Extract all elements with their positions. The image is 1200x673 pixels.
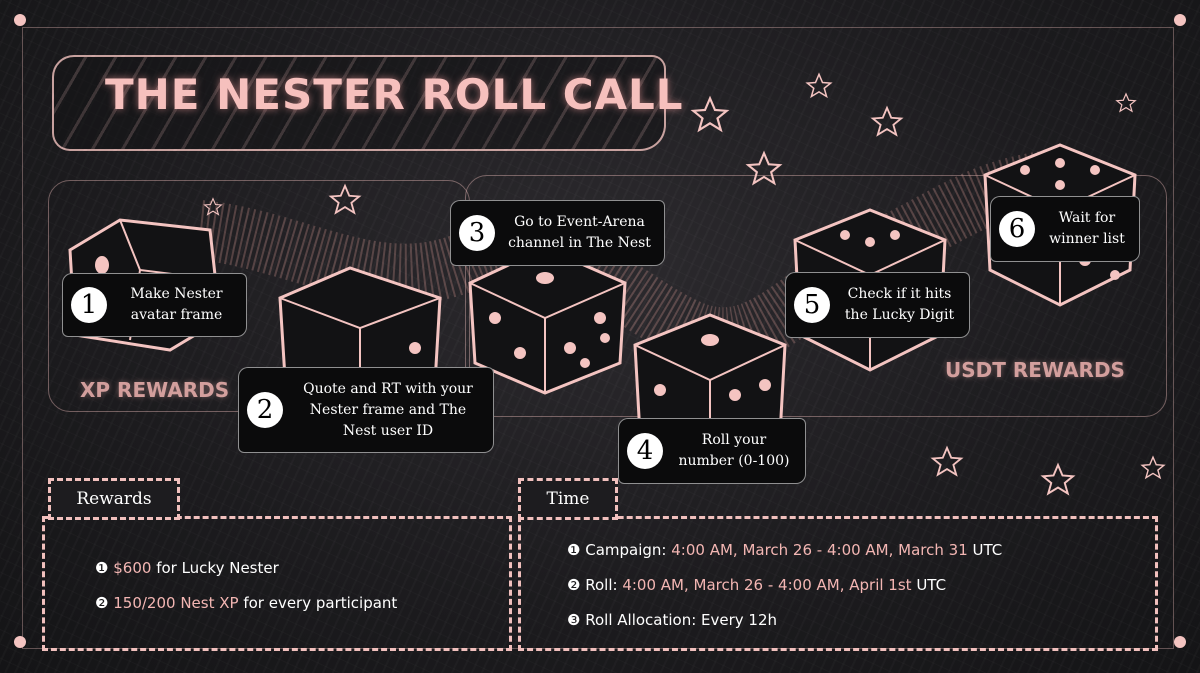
item-highlight: $600 [113, 559, 152, 577]
star-icon [930, 445, 964, 477]
item-text: UTC [967, 541, 1003, 559]
corner-dot [1174, 14, 1186, 26]
title-banner [52, 55, 666, 151]
step-number: 4 [627, 433, 663, 469]
step-1: 1 Make Nester avatar frame [62, 273, 247, 337]
corner-dot [14, 636, 26, 648]
corner-dot [14, 14, 26, 26]
time-item-3: ❸ Roll Allocation: Every 12h [567, 611, 777, 629]
step-number: 5 [794, 287, 830, 323]
step-text: Make Nester avatar frame [130, 286, 223, 323]
item-label: Campaign: [585, 541, 672, 559]
step-text: Go to Event-Arena channel in The Nest [508, 214, 651, 251]
step-text: Roll your number (0-100) [678, 432, 790, 469]
die-3 [468, 246, 627, 395]
rewards-panel [42, 516, 512, 651]
star-icon [328, 183, 362, 215]
item-text: for every participant [238, 594, 398, 612]
step-number: 3 [459, 215, 495, 251]
star-icon [1140, 455, 1166, 480]
step-6: 6 Wait for winner list [990, 196, 1140, 262]
usdt-rewards-label: USDT REWARDS [945, 358, 1125, 382]
step-text: Check if it hits the Lucky Digit [844, 286, 955, 323]
star-icon [805, 72, 833, 99]
time-heading: Time [518, 478, 618, 520]
step-4: 4 Roll your number (0-100) [618, 418, 806, 484]
star-icon [1040, 462, 1076, 496]
time-panel [518, 516, 1158, 651]
reward-item-1: ❶ $600 for Lucky Nester [95, 559, 279, 577]
star-icon [1115, 92, 1137, 113]
item-text: for Lucky Nester [151, 559, 279, 577]
step-number: 2 [247, 392, 283, 428]
item-text: UTC [911, 576, 947, 594]
step-number: 6 [999, 211, 1035, 247]
star-icon [690, 95, 730, 133]
item-label: Roll Allocation: Every 12h [585, 611, 778, 629]
time-item-2: ❷ Roll: 4:00 AM, March 26 - 4:00 AM, Apr… [567, 576, 946, 594]
item-highlight: 150/200 Nest XP [113, 594, 239, 612]
item-highlight: 4:00 AM, March 26 - 4:00 AM, April 1st [622, 576, 912, 594]
item-marker: ❷ [567, 576, 581, 594]
star-icon [203, 197, 223, 216]
step-5: 5 Check if it hits the Lucky Digit [785, 272, 970, 338]
star-icon [745, 150, 783, 186]
rewards-heading: Rewards [48, 478, 180, 520]
item-marker: ❶ [567, 541, 581, 559]
xp-rewards-label: XP REWARDS [80, 378, 230, 402]
star-icon [870, 105, 904, 137]
corner-dot [1174, 636, 1186, 648]
reward-item-2: ❷ 150/200 Nest XP for every participant [95, 594, 397, 612]
usdt-band [465, 175, 1167, 417]
step-text: Wait for winner list [1049, 210, 1125, 247]
step-3: 3 Go to Event-Arena channel in The Nest [450, 200, 665, 266]
item-marker: ❶ [95, 559, 109, 577]
item-marker: ❸ [567, 611, 581, 629]
step-2: 2 Quote and RT with your Nester frame an… [238, 367, 494, 453]
item-label: Roll: [585, 576, 623, 594]
page-title: THE NESTER ROLL CALL [105, 70, 684, 119]
item-highlight: 4:00 AM, March 26 - 4:00 AM, March 31 [671, 541, 968, 559]
step-text: Quote and RT with your Nester frame and … [303, 380, 473, 439]
step-number: 1 [71, 287, 107, 323]
item-marker: ❷ [95, 594, 109, 612]
time-item-1: ❶ Campaign: 4:00 AM, March 26 - 4:00 AM,… [567, 541, 1002, 559]
